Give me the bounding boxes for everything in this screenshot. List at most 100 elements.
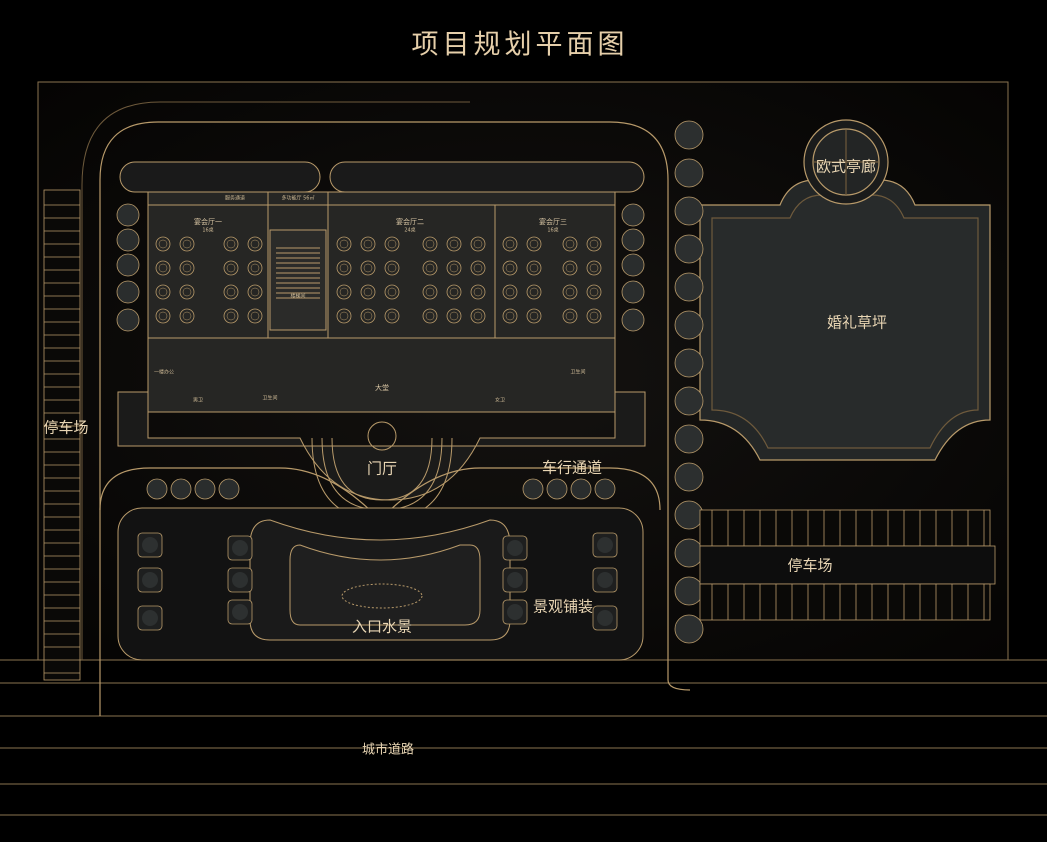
banquet-table (155, 260, 171, 276)
banquet-table-top (387, 263, 397, 273)
banquet-table-top (182, 239, 192, 249)
tree (621, 280, 645, 304)
banquet-table (446, 308, 462, 324)
restroom-l-label: 卫生间 (262, 395, 278, 402)
tree (621, 203, 645, 227)
banquet-table-top (226, 239, 236, 249)
hall-3-tables: 16桌 (547, 227, 559, 234)
banquet-table (526, 284, 542, 300)
banquet-table (470, 236, 486, 252)
planter-tree (507, 604, 523, 620)
tree (674, 348, 704, 378)
shrub (570, 478, 592, 500)
banquet-table (360, 260, 376, 276)
parking-right (699, 509, 996, 621)
banquet-table (562, 284, 578, 300)
banquet-table (422, 260, 438, 276)
banquet-table-top (589, 287, 599, 297)
tree (674, 576, 704, 606)
tree (674, 424, 704, 454)
banquet-table (223, 260, 239, 276)
banquet-table-top (250, 311, 260, 321)
tree (621, 253, 645, 277)
tree (674, 272, 704, 302)
banquet-table (336, 260, 352, 276)
banquet-table-top (425, 263, 435, 273)
planter-tree (142, 572, 158, 588)
top-room-label: 多功能厅 56㎡ (281, 195, 315, 202)
tree (621, 228, 645, 252)
banquet-table (179, 236, 195, 252)
tree (674, 614, 704, 644)
banquet-table-top (182, 311, 192, 321)
banquet-table (155, 308, 171, 324)
landscape-area (117, 507, 644, 661)
hall-1-label: 宴会厅一 (194, 218, 222, 226)
banquet-table (422, 308, 438, 324)
shrub (594, 478, 616, 500)
banquet-table-top (565, 287, 575, 297)
banquet-table-top (449, 239, 459, 249)
hall-2-label: 宴会厅二 (396, 218, 424, 226)
planter-tree (597, 610, 613, 626)
parking-left (43, 189, 81, 681)
banquet-table (502, 284, 518, 300)
tree (674, 462, 704, 492)
banquet-table (179, 260, 195, 276)
banquet-table-top (339, 239, 349, 249)
banquet-table (360, 236, 376, 252)
banquet-table (422, 236, 438, 252)
banquet-table (446, 236, 462, 252)
tree (116, 280, 140, 304)
tree (674, 386, 704, 416)
planter-tree (142, 537, 158, 553)
planter-tree (232, 572, 248, 588)
shrub (194, 478, 216, 500)
banquet-table (247, 236, 263, 252)
banquet-table-top (158, 311, 168, 321)
planter-tree (232, 604, 248, 620)
hall-1-tables: 16桌 (202, 227, 214, 234)
banquet-table-top (589, 311, 599, 321)
banquet-table-top (449, 263, 459, 273)
banquet-table (586, 308, 602, 324)
banquet-table (336, 284, 352, 300)
banquet-building (117, 161, 646, 501)
banquet-table (446, 284, 462, 300)
banquet-table (502, 236, 518, 252)
banquet-table-top (529, 263, 539, 273)
service-corridor-label: 服务通道 (224, 195, 246, 202)
banquet-table-top (505, 239, 515, 249)
planter-tree (597, 572, 613, 588)
tree-column-right (674, 120, 704, 644)
banquet-table (247, 260, 263, 276)
hall-2-tables: 24桌 (404, 227, 416, 234)
tree (674, 234, 704, 264)
banquet-table-top (182, 263, 192, 273)
banquet-table (336, 308, 352, 324)
banquet-table-top (250, 287, 260, 297)
banquet-table (526, 308, 542, 324)
banquet-table (422, 284, 438, 300)
banquet-table-top (363, 239, 373, 249)
tree (621, 308, 645, 332)
tree (116, 203, 140, 227)
lobby-label: 大堂 (375, 384, 389, 392)
hall-3-label: 宴会厅三 (539, 218, 567, 226)
planter-tree (507, 540, 523, 556)
banquet-table (502, 308, 518, 324)
banquet-table-top (473, 311, 483, 321)
banquet-table-top (158, 263, 168, 273)
banquet-table-top (387, 239, 397, 249)
entry-waterscape-label: 入口水景 (351, 617, 413, 636)
banquet-table (179, 308, 195, 324)
tree (674, 120, 704, 150)
driveway-label: 车行通道 (541, 458, 603, 477)
shrub (546, 478, 568, 500)
banquet-table (586, 260, 602, 276)
building-trees (116, 203, 645, 332)
banquet-table (562, 260, 578, 276)
banquet-table-top (565, 239, 575, 249)
banquet-table-top (425, 239, 435, 249)
banquet-table (384, 284, 400, 300)
